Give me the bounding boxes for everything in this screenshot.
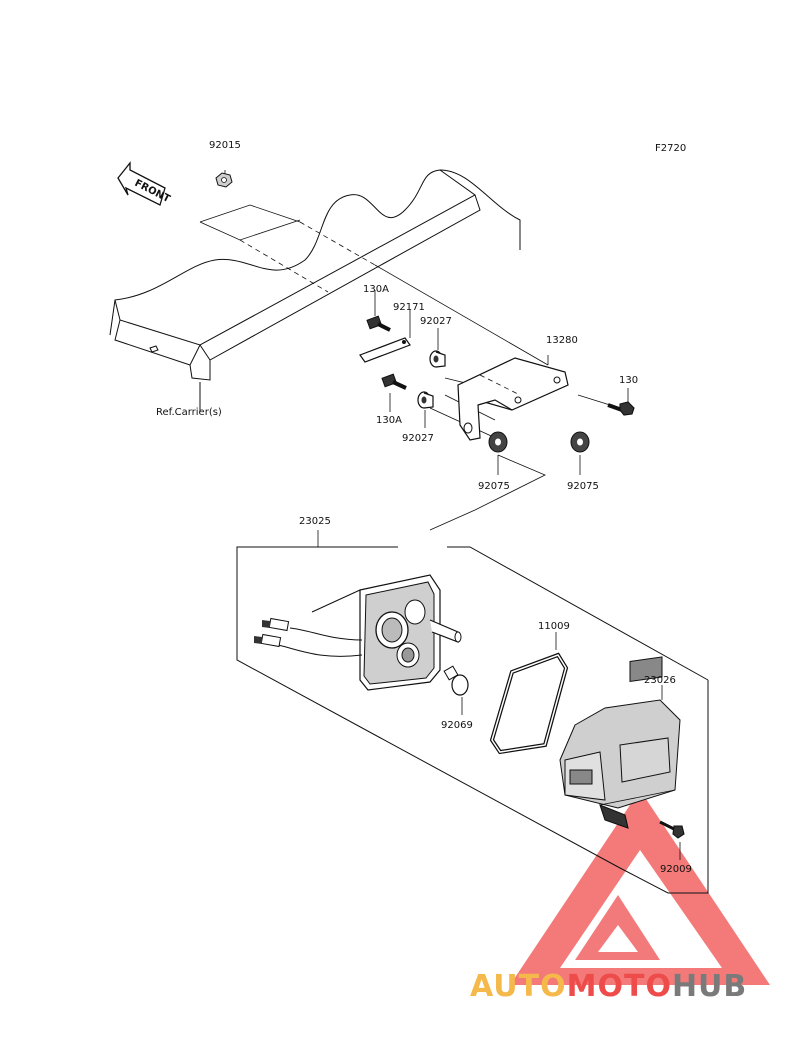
- ref-carrier-label: Ref.Carrier(s): [156, 407, 222, 418]
- label-92075-right: 92075: [567, 481, 599, 492]
- watermark-auto: AUTO: [470, 969, 567, 1004]
- label-92027-bottom: 92027: [402, 433, 434, 444]
- labels: F2720 92015 130A 92171 92027 13280 130 1…: [156, 140, 692, 875]
- bolt-130a-bottom: [381, 373, 407, 412]
- watermark-text: AUTOMOTOHUB: [470, 969, 747, 1004]
- label-130: 130: [619, 375, 638, 386]
- bracket-13280: [457, 357, 569, 441]
- label-13280: 13280: [546, 335, 578, 346]
- lens-23026: [559, 656, 681, 829]
- grommet-92075-left: [488, 431, 508, 475]
- bolt-130: [607, 388, 635, 416]
- assembly-box-23025: [236, 530, 709, 894]
- svg-text:AUTOMOTOHUB: AUTOMOTOHUB: [470, 969, 747, 1004]
- label-92075-left: 92075: [478, 481, 510, 492]
- label-92171: 92171: [393, 302, 425, 313]
- collar-92027-bottom: [417, 391, 434, 428]
- wire-harness: [254, 617, 363, 657]
- label-92009: 92009: [660, 864, 692, 875]
- carrier-rack: [109, 169, 521, 412]
- watermark-moto: MOTO: [567, 969, 672, 1004]
- grommet-92075-right: [570, 431, 590, 475]
- gasket-11009: [489, 632, 569, 755]
- label-92069: 92069: [441, 720, 473, 731]
- bulb-92069: [443, 665, 469, 715]
- bolt-130a-top: [366, 290, 391, 332]
- collar-92027-top: [429, 328, 446, 368]
- screw-92009: [659, 820, 685, 860]
- label-23026: 23026: [644, 675, 676, 686]
- label-11009: 11009: [538, 621, 570, 632]
- nut-92015: [215, 172, 233, 188]
- label-23025: 23025: [299, 516, 331, 527]
- label-130a-bottom: 130A: [376, 415, 402, 426]
- front-arrow-icon: FRONT: [117, 161, 172, 206]
- label-130a-top: 130A: [363, 284, 389, 295]
- grommet-leader: [429, 454, 546, 531]
- label-92027-top: 92027: [420, 316, 452, 327]
- plate-92171: [359, 310, 411, 363]
- housing: [359, 574, 462, 691]
- watermark-logo-triangle: [510, 790, 770, 985]
- watermark-hub: HUB: [672, 969, 747, 1004]
- label-92015: 92015: [209, 140, 241, 151]
- diagram-code: F2720: [655, 143, 686, 154]
